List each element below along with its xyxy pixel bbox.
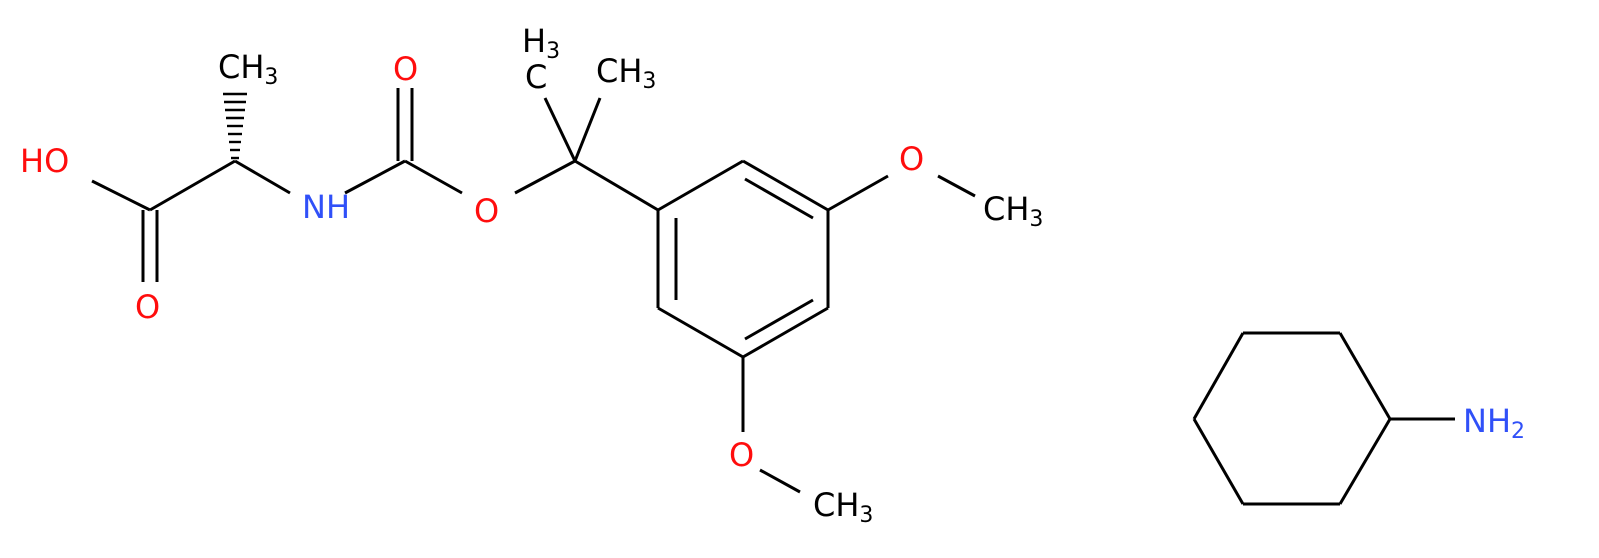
bond-ccarb-oester xyxy=(404,159,463,195)
label-nh: NH xyxy=(302,188,350,226)
label-o-acid: O xyxy=(135,288,160,326)
label-o-meo-upper: O xyxy=(899,140,924,178)
bond-oester-cquat xyxy=(514,159,576,195)
label-o-carbonyl: O xyxy=(393,50,418,88)
bond-cquat-methyl-right xyxy=(573,97,602,162)
label-ch3-meo-lower: CH3 xyxy=(813,486,873,528)
bond-n-ccarbamate xyxy=(344,159,406,195)
label-ho: HO xyxy=(20,142,69,180)
bond-ccooh-calpha xyxy=(149,159,236,212)
cyclohexane-ring xyxy=(1192,331,1392,506)
label-ch3-meo-upper: CH3 xyxy=(983,190,1043,232)
bond-cquat-ring xyxy=(574,159,659,212)
bond-ho-ccooh xyxy=(91,179,151,212)
bond-ring-o-meo-upper xyxy=(827,174,889,212)
label-o-ester: O xyxy=(474,192,499,230)
bond-o-ch3-meo-lower xyxy=(759,468,801,494)
label-h3c: H3 C xyxy=(522,22,570,96)
label-o-meo-lower: O xyxy=(729,436,754,474)
bond-o-ch3-meo-upper xyxy=(937,174,976,198)
bond-cquat-methyl-left xyxy=(543,97,577,162)
label-nh2: NH2 xyxy=(1463,402,1525,444)
label-ch3-top: CH3 xyxy=(596,52,656,94)
benzene-ring xyxy=(656,159,830,359)
bond-calpha-n xyxy=(234,159,291,195)
hashed-wedge-bond xyxy=(223,92,247,160)
label-ch3-alpha: CH3 xyxy=(218,48,278,90)
